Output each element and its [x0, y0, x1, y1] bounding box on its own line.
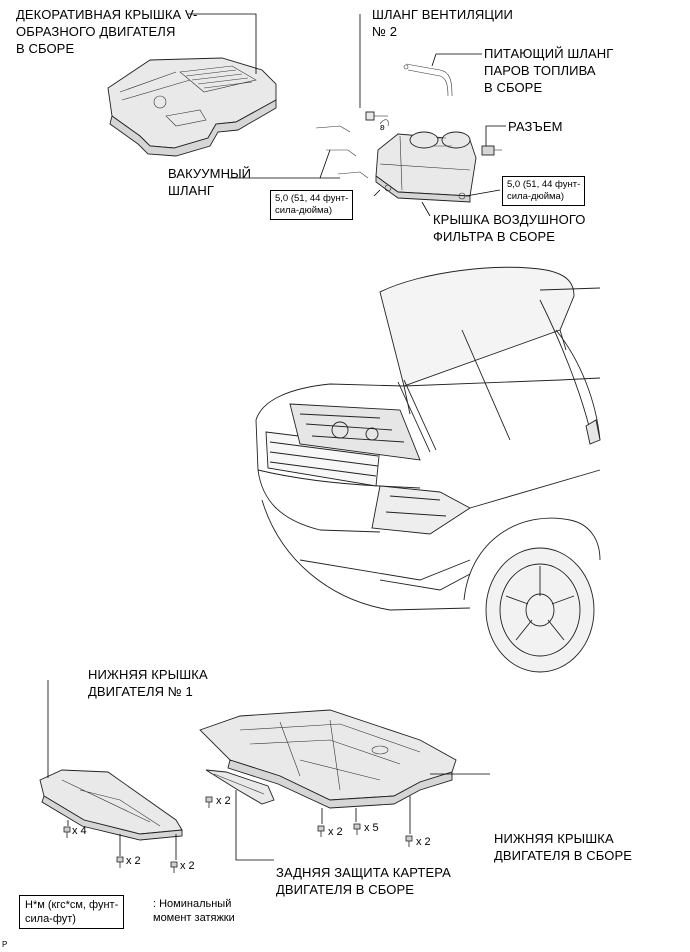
vehicle-front-view: [255, 266, 601, 673]
rear-oil-pan-protector-part: [205, 769, 275, 805]
torque-spec-right: 5,0 (51, 44 фунт- сила-дюйма): [502, 176, 586, 206]
fuel-vapor-hose-part: [403, 63, 453, 97]
under-cover-1-part: [39, 769, 183, 841]
leader-rear-protector: [235, 790, 274, 861]
fastener-count: x 5: [364, 822, 379, 834]
fastener-count: x 2: [126, 855, 141, 867]
label-connector: РАЗЪЕМ: [508, 119, 563, 134]
vacuum-hose-part: [315, 125, 369, 179]
leader-air-cleaner: [421, 201, 431, 217]
svg-text:ʚ: ʚ: [380, 122, 385, 132]
air-cleaner-part: [375, 131, 477, 203]
legend-description: : Номинальный момент затяжки: [153, 898, 235, 924]
label-vent-hose: ШЛАНГ ВЕНТИЛЯЦИИ № 2: [372, 7, 513, 39]
label-vacuum-hose: ВАКУУМНЫЙ ШЛАНГ: [168, 166, 252, 198]
connector-part: [481, 145, 502, 156]
fastener-count: x 2: [328, 826, 343, 838]
leader-connector: [485, 125, 506, 146]
label-engine-cover: ДЕКОРАТИВНАЯ КРЫШКА V- ОБРАЗНОГО ДВИГАТЕ…: [16, 7, 198, 56]
under-cover-assy-part: [199, 709, 457, 809]
fastener-count: x 2: [416, 836, 431, 848]
torque-spec-left: 5,0 (51, 44 фунт- сила-дюйма): [270, 190, 354, 220]
fastener-count: x 4: [72, 825, 87, 837]
vent-hose-part: ʚ: [365, 111, 389, 132]
engine-cover-part: [107, 57, 277, 157]
leader-engine-cover: [188, 13, 257, 74]
fastener-count: x 2: [216, 795, 231, 807]
corner-marker: P: [2, 940, 8, 949]
leader-fuel-vapor: [431, 53, 482, 67]
label-air-cleaner-cap: КРЫШКА ВОЗДУШНОГО ФИЛЬТРА В СБОРЕ: [433, 212, 586, 244]
label-under-cover-1: НИЖНЯЯ КРЫШКА ДВИГАТЕЛЯ № 1: [88, 667, 208, 699]
legend-unit-box: Н*м (кгс*см, фунт- сила-фут): [19, 895, 125, 929]
label-fuel-vapor-hose: ПИТАЮЩИЙ ШЛАНГ ПАРОВ ТОПЛИВА В СБОРЕ: [484, 46, 614, 95]
bolt-icon: [63, 796, 413, 873]
fastener-count: x 2: [180, 860, 195, 872]
label-under-cover-assy: НИЖНЯЯ КРЫШКА ДВИГАТЕЛЯ В СБОРЕ: [494, 831, 632, 863]
label-rear-oil-pan-protector: ЗАДНЯЯ ЗАЩИТА КАРТЕРА ДВИГАТЕЛЯ В СБОРЕ: [276, 865, 451, 897]
